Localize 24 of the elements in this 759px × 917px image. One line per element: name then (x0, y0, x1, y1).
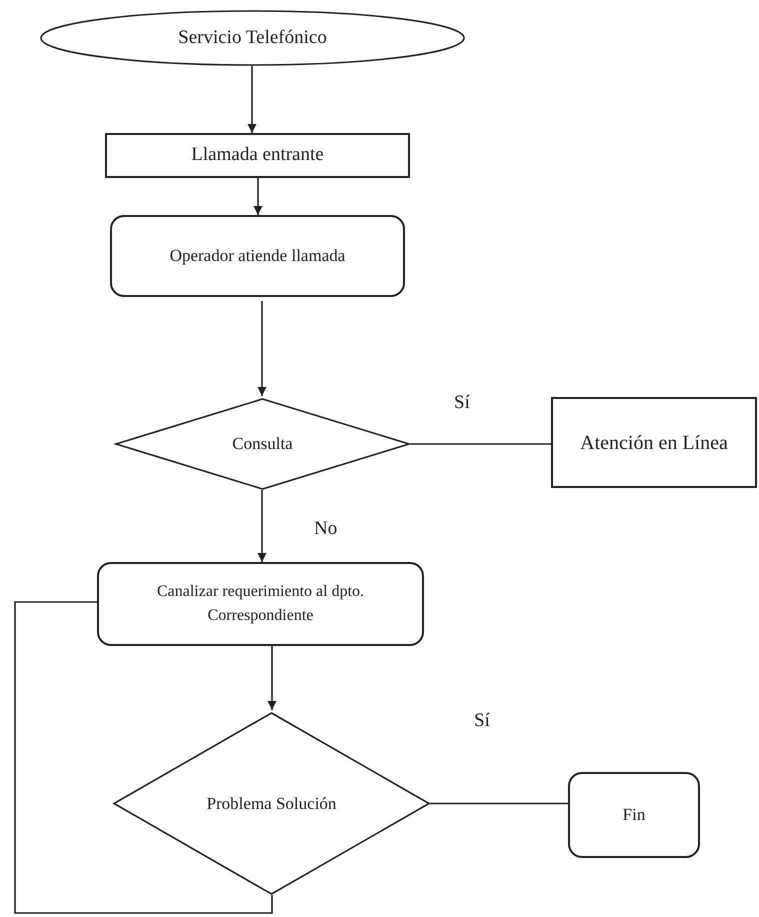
connector-line (410, 443, 551, 445)
node-text: Servicio Telefónico (178, 26, 327, 50)
decision-diamond (115, 398, 410, 490)
arrow (268, 646, 276, 710)
node-text: Atención en Línea (580, 430, 728, 456)
arrow (248, 66, 256, 133)
process-box (105, 133, 410, 178)
node-text: Fin (622, 804, 646, 826)
arrow (254, 178, 262, 215)
node-text: Operador atiende llamada (170, 245, 346, 268)
node-text: Problema Solución (206, 792, 336, 815)
connector-line (430, 802, 568, 804)
rounded-process-box (110, 215, 405, 297)
node-text: Canalizar requerimiento al dpto. Correspondiente (156, 582, 366, 626)
rounded-process-box (568, 772, 700, 858)
start-ellipse (40, 10, 465, 66)
node-text: Llamada entrante (191, 143, 324, 168)
arrow (258, 490, 266, 562)
decision-diamond (113, 712, 430, 895)
connector-line (14, 601, 273, 914)
node-text: Consulta (232, 433, 293, 456)
rounded-process-box (97, 562, 424, 646)
process-box (551, 397, 757, 488)
arrow (258, 301, 266, 396)
